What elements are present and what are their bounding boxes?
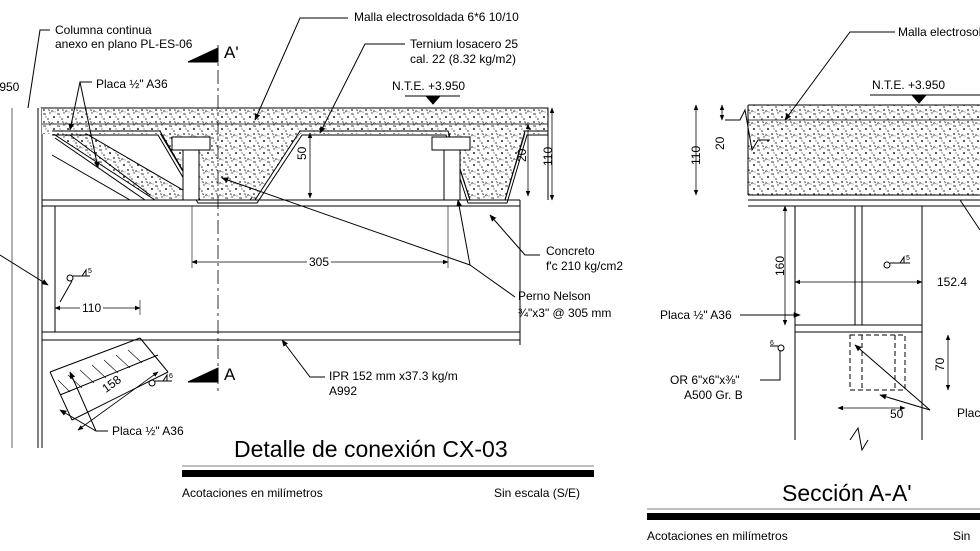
section-drawing (647, 31, 980, 520)
section-callout-mesh: Malla electrosol (898, 25, 980, 39)
section-dim-plate-h: 70 (933, 357, 947, 371)
detail-title: Detalle de conexión CX-03 (234, 436, 508, 462)
section-units-note: Acotaciones en milímetros (647, 529, 788, 543)
section-title: Sección A-A' (782, 480, 912, 506)
detail-drawing (0, 17, 594, 477)
dim-cover: 20 (515, 148, 529, 162)
callout-deck: Ternium losacero 25 (410, 37, 519, 51)
dim-slab: 110 (541, 146, 555, 166)
level-cut-left: .950 (0, 80, 20, 94)
dim-plate-len: 110 (80, 301, 104, 315)
callout-plate-top: Placa ½" A36 (96, 77, 168, 91)
callout-column-ref: anexo en plano PL-ES-06 (55, 37, 193, 51)
callout-column: Columna continua (55, 23, 152, 37)
callout-studs: Perno Nelson (518, 289, 591, 303)
callout-concrete-strength: f'c 210 kg/cm2 (546, 259, 623, 273)
section-mark-bottom: A (224, 365, 236, 384)
weld-a-left: 5 (88, 268, 92, 275)
callout-studs-size: ¾"x3" @ 305 mm (518, 306, 612, 320)
section-dim-slab: 110 (689, 145, 703, 165)
section-dim-flange: 152.4 (935, 275, 970, 289)
detail-scale-note: Sin escala (S/E) (494, 486, 581, 500)
section-weld-b: 6 (770, 340, 774, 347)
section-callout-tube-grade: A500 Gr. B (684, 388, 743, 402)
callout-beam-grade: A992 (329, 384, 358, 398)
callout-mesh: Malla electrosoldada 6*6 10/10 (354, 10, 519, 24)
section-dim-plate-w: 50 (890, 407, 904, 421)
dim-rib-height: 50 (295, 146, 309, 160)
section-scale-note: Sin (953, 529, 971, 543)
section-dim-beam-depth: 160 (773, 255, 787, 276)
detail-units-note: Acotaciones en milímetros (182, 486, 323, 500)
section-callout-plate: Placa ½" A36 (660, 308, 732, 322)
callout-concrete: Concreto (546, 244, 595, 258)
section-callout-level: N.T.E. +3.950 (872, 78, 946, 92)
section-callout-tube: OR 6"x6"x⅜" (670, 373, 740, 387)
section-dim-cover: 20 (713, 136, 727, 150)
section-weld-a: 5 (906, 255, 910, 262)
weld-b-left: 6 (169, 373, 173, 380)
callout-plate-bottom: Placa ½" A36 (112, 424, 184, 438)
callout-beam: IPR 152 mm x37.3 kg/m (329, 369, 458, 383)
section-callout-plate-cut: Plac (957, 406, 980, 420)
callout-deck-gauge: cal. 22 (8.32 kg/m2) (410, 52, 517, 66)
section-mark-top: A' (224, 43, 239, 62)
callout-level: N.T.E. +3.950 (392, 79, 466, 93)
dim-pitch: 305 (307, 255, 332, 269)
